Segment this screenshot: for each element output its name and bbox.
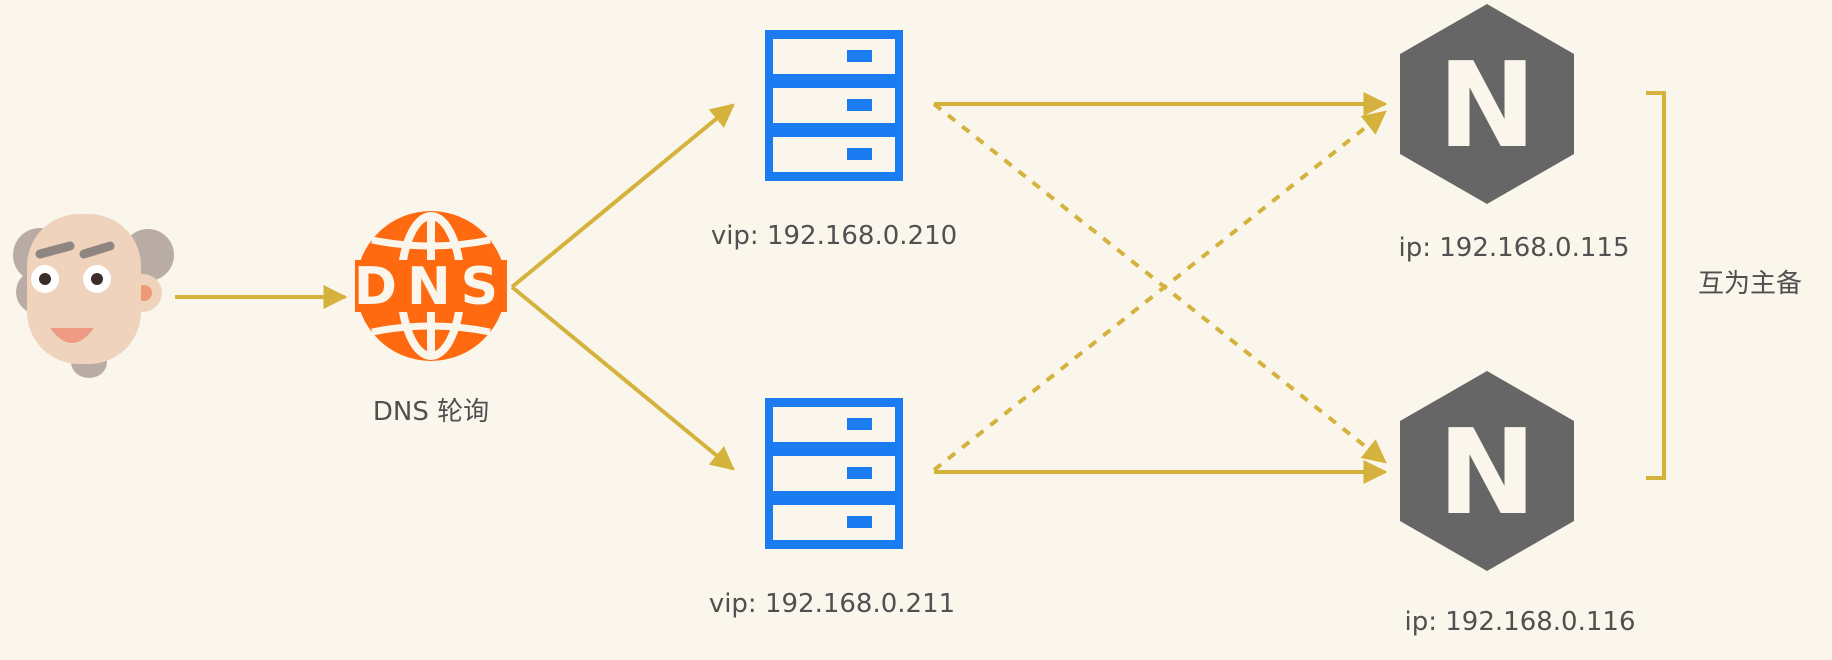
nginx-logo-letter-top: N	[1438, 36, 1537, 174]
connections	[175, 92, 1388, 484]
dns-label: DNS 轮询	[373, 397, 489, 427]
server-rack-icon-top	[765, 30, 903, 181]
nginx-hexagon-icon-bottom: N	[1400, 371, 1574, 571]
user-avatar-icon	[13, 214, 174, 378]
server-rack-icon-bottom	[765, 398, 903, 549]
server-bottom-label: vip: 192.168.0.211	[709, 589, 955, 619]
arrow-dns-to-server-top	[510, 103, 735, 289]
nginx-top-label: ip: 192.168.0.115	[1399, 233, 1630, 263]
nginx-hexagon-icon-top: N	[1400, 4, 1574, 204]
dns-logo-text: DNS	[354, 257, 508, 317]
dashed-arrow-server-bottom-to-nginx-top	[932, 110, 1387, 472]
dashed-arrow-server-top-to-nginx-bottom	[932, 102, 1387, 464]
arrow-dns-to-server-bottom	[510, 285, 735, 471]
server-top-label: vip: 192.168.0.210	[711, 221, 957, 251]
nginx-bottom-label: ip: 192.168.0.116	[1405, 607, 1636, 637]
group-bracket	[1646, 91, 1666, 480]
nginx-logo-letter-bottom: N	[1438, 403, 1537, 541]
group-label: 互为主备	[1698, 269, 1802, 299]
dns-globe-icon: DNS	[354, 211, 508, 361]
